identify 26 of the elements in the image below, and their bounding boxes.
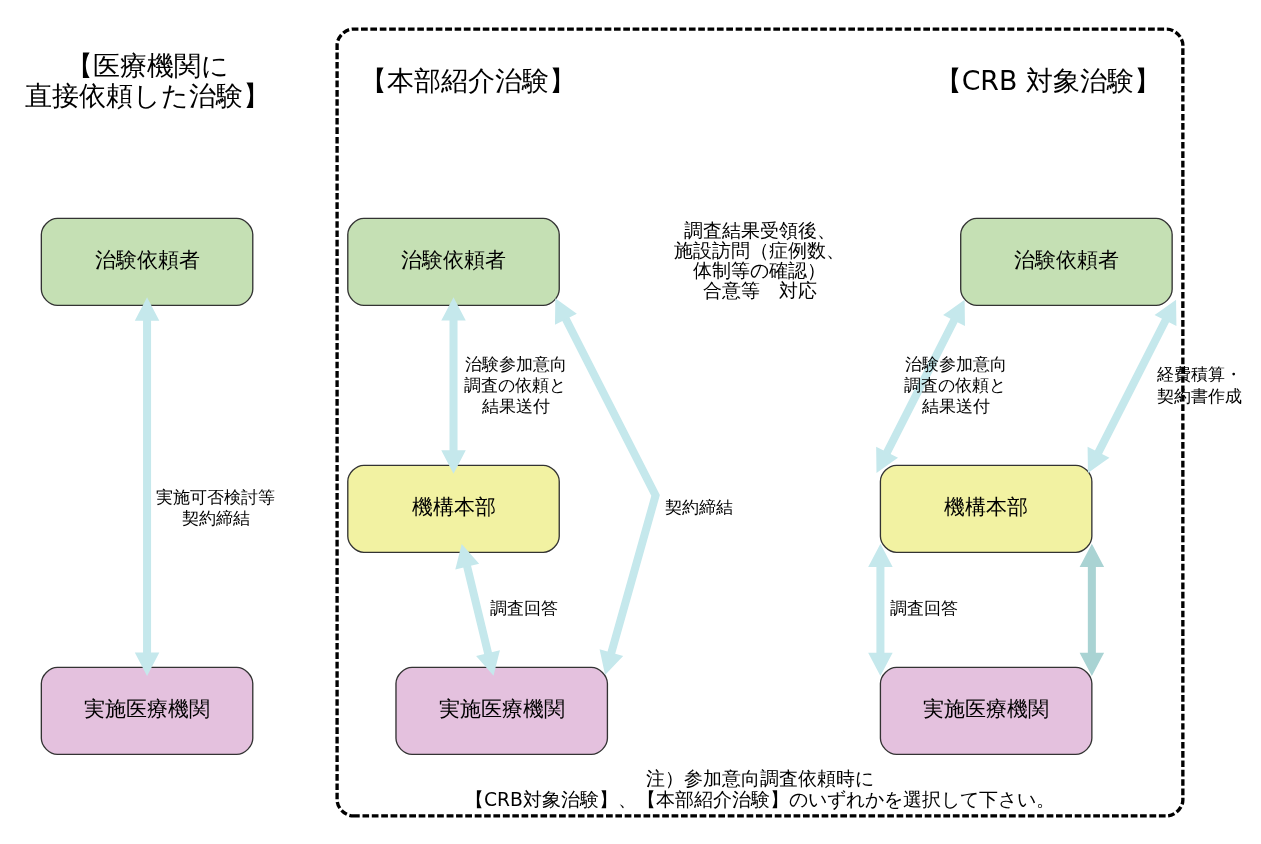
node-box: 治験依頼者 bbox=[960, 217, 1173, 306]
label: 【本部紹介治験】 bbox=[360, 64, 577, 96]
arrow bbox=[868, 543, 893, 676]
label: 調査結果受領後、施設訪問（症例数、体制等の確認）合意等 対応 bbox=[674, 219, 846, 301]
arrow bbox=[134, 296, 160, 676]
edge-label: 契約締結 bbox=[664, 496, 733, 517]
node-box: 実施医療機関 bbox=[879, 666, 1093, 755]
node-box: 機構本部 bbox=[879, 464, 1093, 553]
edge-label: 実施可否検討等契約締結 bbox=[156, 486, 276, 528]
arrow bbox=[876, 299, 965, 473]
edge-label: 調査回答 bbox=[489, 597, 558, 618]
arrow bbox=[441, 296, 466, 474]
node-box: 治験依頼者 bbox=[40, 217, 254, 306]
edge-label: 治験参加意向調査の依頼と結果送付 bbox=[903, 353, 1008, 416]
arrow bbox=[1079, 543, 1105, 676]
label: 【医療機関に直接依頼した治験】 bbox=[24, 49, 270, 111]
arrow bbox=[554, 297, 660, 675]
node-box: 治験依頼者 bbox=[347, 217, 560, 306]
edge-label: 調査回答 bbox=[889, 597, 958, 618]
arrow bbox=[1087, 299, 1177, 473]
node-box: 機構本部 bbox=[347, 464, 560, 553]
node-box: 実施医療機関 bbox=[40, 666, 254, 755]
arrow bbox=[455, 543, 500, 676]
edge-label: 治験参加意向調査の依頼と結果送付 bbox=[463, 353, 567, 416]
node-box: 実施医療機関 bbox=[395, 666, 609, 755]
label: 【CRB 対象治験】 bbox=[934, 64, 1161, 96]
